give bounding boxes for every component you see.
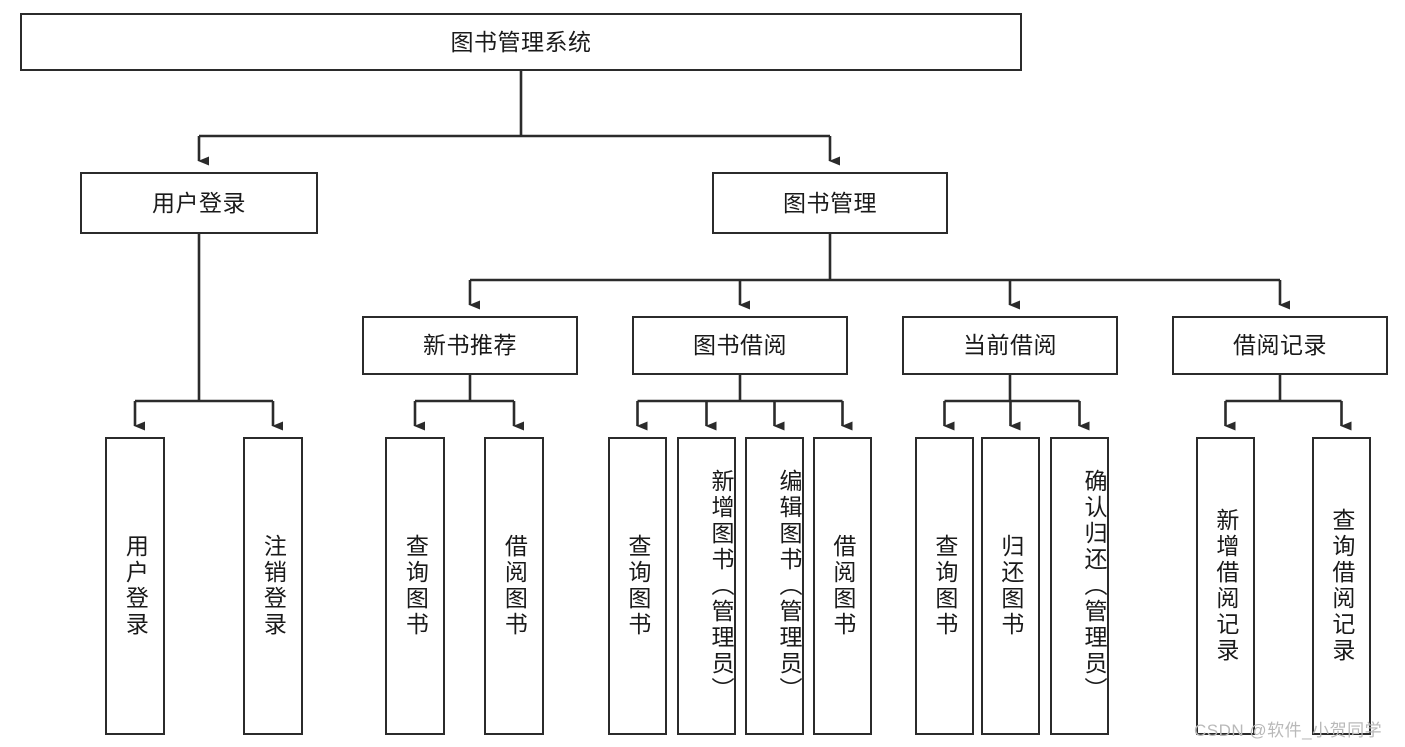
node-label: 当前借阅 xyxy=(963,332,1057,359)
node-label: 查询图书 xyxy=(402,534,429,638)
node-leaf-13[interactable]: 查询借阅记录 xyxy=(1312,437,1371,735)
node-current[interactable]: 当前借阅 xyxy=(902,316,1118,375)
node-label: 新增图书（管理员） xyxy=(708,469,734,703)
node-leaf-1[interactable]: 用户登录 xyxy=(105,437,165,735)
watermark-text: CSDN @软件_小贺同学 xyxy=(1194,721,1383,740)
node-newbook[interactable]: 新书推荐 xyxy=(362,316,578,375)
node-records[interactable]: 借阅记录 xyxy=(1172,316,1388,375)
node-leaf-3[interactable]: 查询图书 xyxy=(385,437,445,735)
node-label: 查询图书 xyxy=(931,534,958,638)
node-bookmgmt[interactable]: 图书管理 xyxy=(712,172,948,234)
node-label: 借阅图书 xyxy=(829,534,856,638)
node-leaf-8[interactable]: 借阅图书 xyxy=(813,437,872,735)
node-leaf-9[interactable]: 查询图书 xyxy=(915,437,974,735)
node-label: 图书管理系统 xyxy=(450,28,592,55)
node-root[interactable]: 图书管理系统 xyxy=(20,13,1022,71)
node-label: 图书管理 xyxy=(783,189,877,216)
node-leaf-2[interactable]: 注销登录 xyxy=(243,437,303,735)
node-label: 编辑图书（管理员） xyxy=(776,469,802,703)
node-leaf-7[interactable]: 编辑图书（管理员） xyxy=(745,437,804,735)
node-label: 注销登录 xyxy=(260,534,287,638)
node-label: 借阅图书 xyxy=(501,534,528,638)
node-leaf-5[interactable]: 查询图书 xyxy=(608,437,667,735)
node-label: 借阅记录 xyxy=(1233,332,1327,359)
node-label: 新增借阅记录 xyxy=(1212,508,1239,664)
node-leaf-6[interactable]: 新增图书（管理员） xyxy=(677,437,736,735)
node-label: 图书借阅 xyxy=(693,332,787,359)
node-leaf-11[interactable]: 确认归还（管理员） xyxy=(1050,437,1109,735)
node-leaf-12[interactable]: 新增借阅记录 xyxy=(1196,437,1255,735)
node-leaf-10[interactable]: 归还图书 xyxy=(981,437,1040,735)
node-label: 归还图书 xyxy=(997,534,1024,638)
node-label: 用户登录 xyxy=(152,189,246,216)
node-label: 确认归还（管理员） xyxy=(1081,469,1107,703)
node-leaf-4[interactable]: 借阅图书 xyxy=(484,437,544,735)
node-label: 查询图书 xyxy=(624,534,651,638)
node-login[interactable]: 用户登录 xyxy=(80,172,318,234)
node-label: 新书推荐 xyxy=(423,332,517,359)
node-label: 查询借阅记录 xyxy=(1328,508,1355,664)
node-borrow[interactable]: 图书借阅 xyxy=(632,316,848,375)
node-label: 用户登录 xyxy=(122,534,149,638)
